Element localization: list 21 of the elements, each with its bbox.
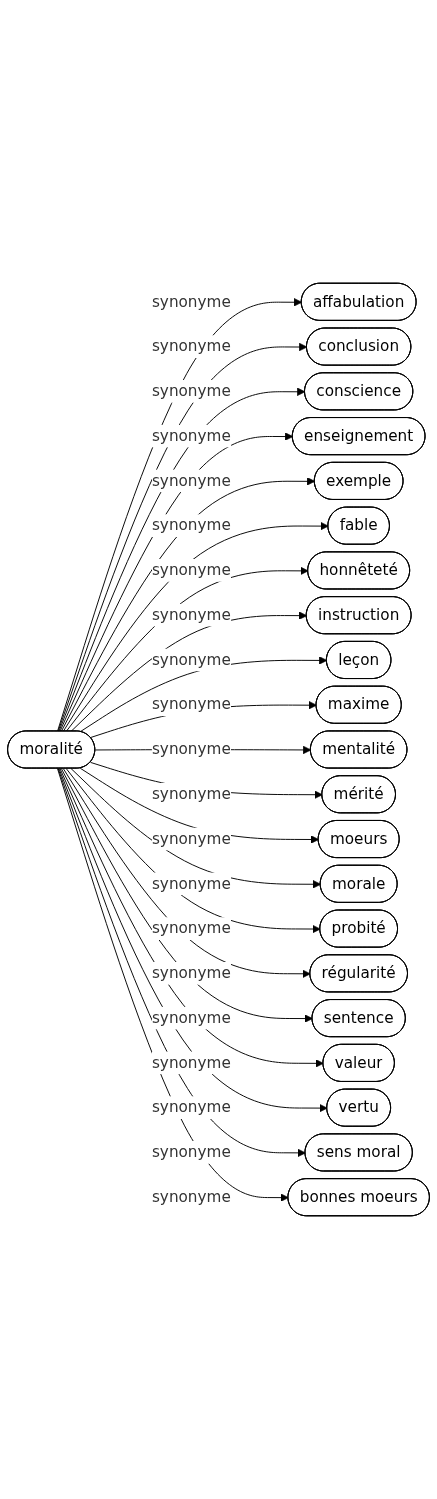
edge-label: synonyme bbox=[151, 919, 231, 938]
edge-label: synonyme bbox=[151, 560, 231, 579]
edge-label: synonyme bbox=[151, 337, 231, 356]
edge-label: synonyme bbox=[151, 1008, 231, 1027]
edge-label: synonyme bbox=[151, 739, 231, 759]
edge-label: synonyme bbox=[151, 784, 231, 803]
edge-label: synonyme bbox=[151, 963, 231, 982]
edge-label: synonyme bbox=[151, 516, 231, 535]
edge-label: synonyme bbox=[151, 381, 231, 400]
edge-label: synonyme bbox=[151, 605, 231, 624]
edge-label: synonyme bbox=[151, 695, 231, 714]
edge-label: synonyme bbox=[151, 426, 231, 445]
edge-label: synonyme bbox=[151, 1142, 231, 1161]
edge-label: synonyme bbox=[151, 1187, 231, 1206]
edge-label: synonyme bbox=[151, 829, 231, 848]
edge-label: synonyme bbox=[151, 292, 231, 311]
edge-label: synonyme bbox=[151, 874, 231, 893]
edge-label: synonyme bbox=[151, 1053, 231, 1072]
edge-label: synonyme bbox=[151, 1098, 231, 1117]
edge-label: synonyme bbox=[151, 650, 231, 669]
edge-label: synonyme bbox=[151, 471, 231, 490]
